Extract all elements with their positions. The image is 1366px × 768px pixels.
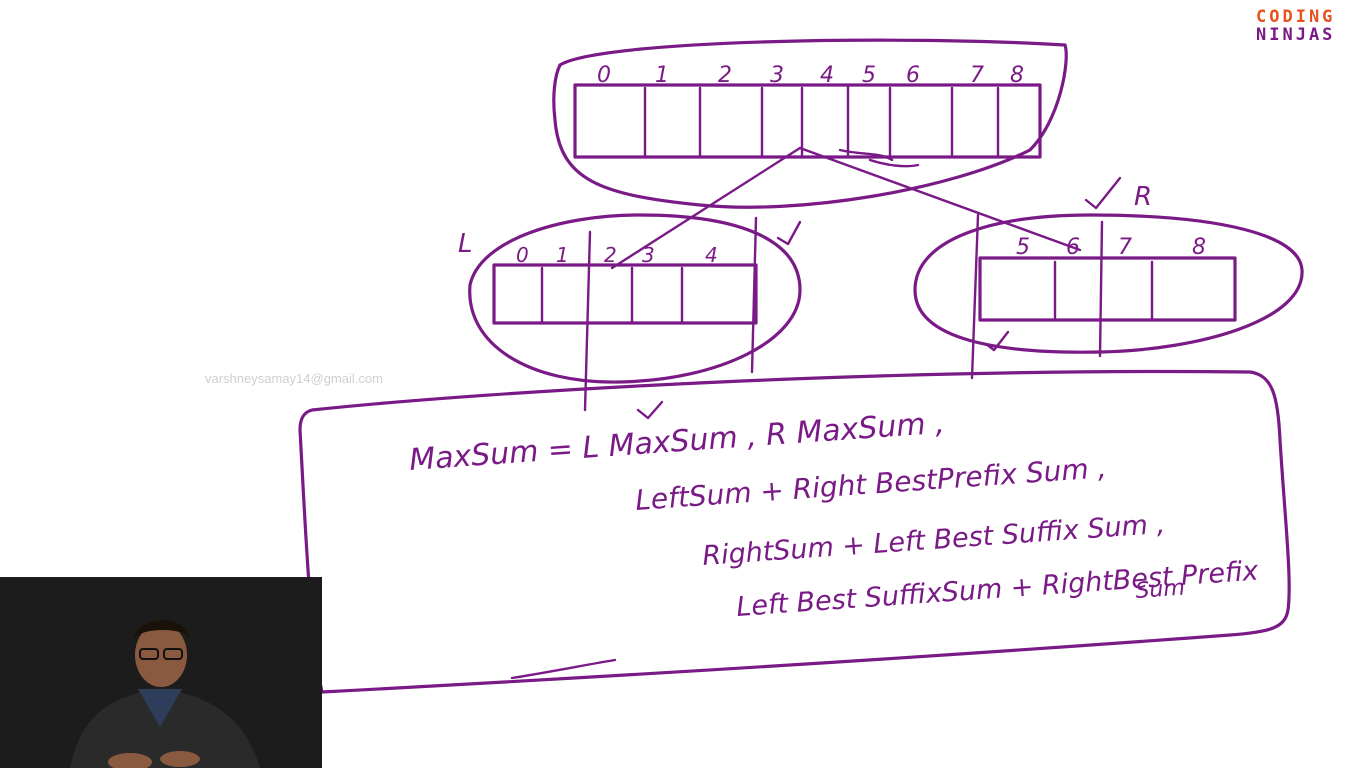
left-index-2: 2 (604, 243, 617, 267)
top-array-index-labels: 0 1 2 3 4 5 6 7 8 (597, 63, 1024, 88)
presenter-body (70, 689, 260, 768)
logo-line-1: CODING (1256, 7, 1336, 27)
top-index-8: 8 (1010, 63, 1024, 88)
top-index-7: 7 (970, 63, 984, 88)
left-array-dividers (540, 216, 758, 412)
left-array-lasso (468, 213, 802, 384)
top-array-dividers (643, 83, 1000, 157)
right-array-index-labels: 5 6 7 8 (1016, 235, 1206, 260)
formula-underline (510, 658, 617, 680)
top-index-6: 6 (906, 63, 920, 88)
right-label: R (1134, 182, 1152, 212)
left-checkmark (776, 220, 802, 246)
right-index-7: 7 (1118, 235, 1132, 260)
presenter-shirt (138, 689, 182, 727)
formula-group: MaxSum = L MaxSum , R MaxSum , LeftSum +… (298, 369, 1291, 694)
right-array-group: R 5 6 7 8 (913, 176, 1304, 380)
left-index-4: 4 (705, 243, 718, 267)
formula-line-5: Sum (1135, 576, 1186, 604)
left-index-0: 0 (516, 243, 529, 267)
split-arrow-scribble (838, 148, 920, 168)
top-index-1: 1 (655, 63, 669, 88)
left-index-1: 1 (556, 243, 569, 267)
left-array-box (492, 263, 758, 325)
top-index-3: 3 (770, 63, 784, 88)
presenter-hair (134, 620, 190, 639)
top-index-4: 4 (820, 63, 834, 88)
formula-lines: MaxSum = L MaxSum , R MaxSum , LeftSum +… (408, 406, 1260, 623)
top-array-lasso (552, 38, 1068, 209)
left-array-group: L 0 1 2 3 4 (458, 213, 802, 412)
logo-line-2: NINJAS (1256, 25, 1336, 45)
right-array-dividers (970, 213, 1154, 380)
coding-ninjas-logo: CODING NINJAS (1256, 8, 1356, 52)
left-array-index-labels: 0 1 2 3 4 (516, 243, 718, 267)
email-watermark: varshneysamay14@gmail.com (205, 371, 383, 386)
top-array-box (573, 83, 1042, 159)
right-index-8: 8 (1192, 235, 1206, 260)
left-label: L (458, 229, 473, 259)
formula-line-2: LeftSum + Right BestPrefix Sum , (634, 451, 1107, 517)
right-checkmark-bottom (984, 330, 1010, 352)
right-array-lasso (913, 213, 1304, 354)
presenter-video (0, 577, 322, 768)
webcam-overlay (0, 577, 322, 768)
top-index-0: 0 (597, 63, 611, 88)
top-array-group: 0 1 2 3 4 5 6 7 8 (552, 38, 1068, 209)
right-index-5: 5 (1016, 235, 1030, 260)
formula-line-3: RightSum + Left Best Suffix Sum , (701, 509, 1166, 572)
formula-checkmark (636, 400, 664, 420)
presenter-hand-left (108, 753, 152, 768)
left-index-3: 3 (642, 243, 655, 267)
presenter-face (135, 623, 187, 687)
split-lines (610, 146, 1082, 270)
top-index-2: 2 (718, 63, 732, 88)
presenter-glasses-right (163, 648, 183, 660)
right-checkmark-top (1084, 176, 1122, 210)
presenter-glasses-left (139, 648, 159, 660)
right-index-6: 6 (1066, 235, 1080, 260)
right-array-box (978, 256, 1237, 322)
top-index-5: 5 (862, 63, 876, 88)
presenter-hand-right (160, 751, 200, 767)
